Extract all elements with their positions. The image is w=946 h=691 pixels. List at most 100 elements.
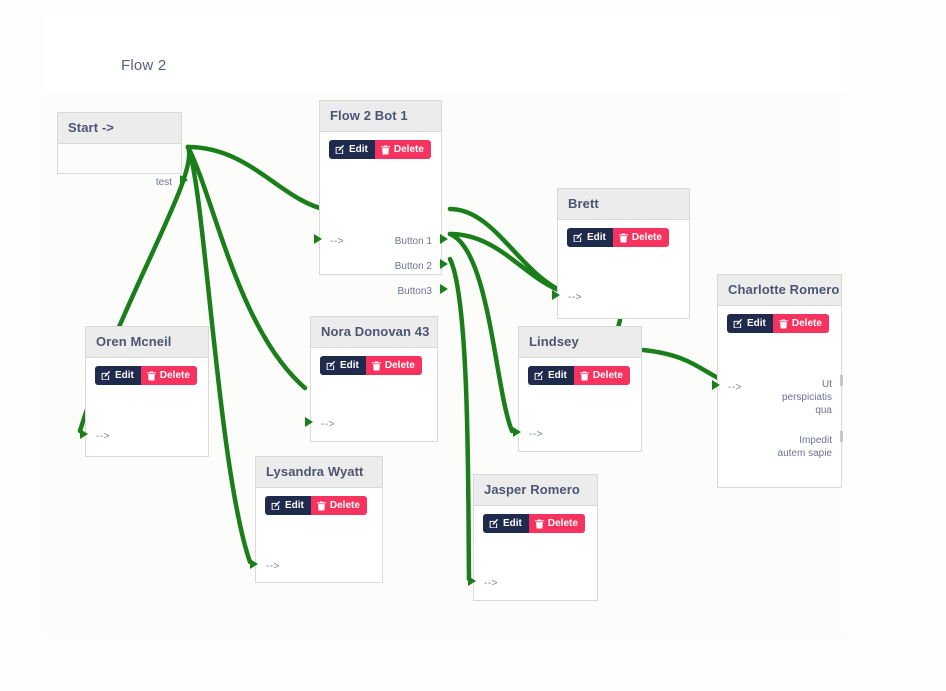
delete-button-label: Delete: [329, 499, 360, 511]
delete-button[interactable]: Delete: [374, 140, 431, 159]
node-body: Edit Delete --> Button 1 Button 2 Button3: [314, 132, 448, 297]
node-input-port[interactable]: -->: [266, 561, 280, 572]
edit-button[interactable]: Edit: [320, 356, 366, 375]
node-action-buttons: Edit Delete: [718, 306, 841, 333]
node-input-port[interactable]: -->: [728, 382, 742, 393]
pencil-square-icon: [335, 144, 345, 155]
edit-button-label: Edit: [747, 317, 766, 329]
trash-icon: [380, 145, 390, 155]
edit-button[interactable]: Edit: [528, 366, 574, 385]
delete-button-label: Delete: [592, 369, 623, 381]
input-port-arrow-icon: [305, 417, 313, 427]
trash-icon: [146, 371, 156, 381]
delete-button-label: Delete: [393, 143, 424, 155]
node-action-buttons: Edit Delete: [474, 506, 597, 533]
edit-button[interactable]: Edit: [567, 228, 613, 247]
node-body: Edit Delete -->: [305, 348, 437, 441]
node-action-buttons: Edit Delete: [86, 358, 208, 385]
flow-node-start[interactable]: Start -> test: [57, 112, 188, 188]
output-port-arrow-icon: [440, 259, 448, 269]
node-input-port[interactable]: -->: [529, 429, 543, 440]
trash-icon: [534, 519, 544, 529]
node-title: Brett: [558, 189, 689, 220]
node-body: Edit Delete -->: [80, 358, 208, 456]
node-input-port[interactable]: -->: [96, 431, 110, 442]
node-output-port[interactable]: Button 1: [394, 236, 432, 247]
delete-button-label: Delete: [791, 317, 822, 329]
node-action-buttons: Edit Delete: [311, 348, 437, 375]
output-port-arrow-icon: [440, 234, 448, 244]
delete-button[interactable]: Delete: [612, 228, 669, 247]
node-action-buttons: Edit Delete: [519, 358, 641, 385]
node-body: Edit Delete -->: [513, 358, 641, 451]
node-body: Edit Delete -->: [250, 488, 382, 582]
pencil-square-icon: [271, 500, 281, 511]
node-action-buttons: Edit Delete: [320, 132, 441, 159]
edit-button-label: Edit: [349, 143, 368, 155]
delete-button[interactable]: Delete: [140, 366, 197, 385]
node-title: Flow 2 Bot 1: [320, 101, 441, 132]
edit-button[interactable]: Edit: [265, 496, 311, 515]
node-title: Nora Donovan 43: [311, 317, 437, 348]
edit-button-label: Edit: [285, 499, 304, 511]
delete-button[interactable]: Delete: [310, 496, 367, 515]
output-port-arrow-icon: [180, 175, 188, 185]
edit-button[interactable]: Edit: [483, 514, 529, 533]
trash-icon: [316, 501, 326, 511]
trash-icon: [371, 361, 381, 371]
node-input-port[interactable]: -->: [330, 236, 344, 247]
flow-header-bar: Flow 2: [45, 12, 847, 90]
node-output-port[interactable]: Button3: [397, 286, 432, 297]
node-input-port[interactable]: -->: [321, 419, 335, 430]
input-port-arrow-icon: [314, 234, 322, 244]
flow-node-flow2bot1[interactable]: Flow 2 Bot 1 Edit Delete --> Button 1 Button …: [314, 100, 448, 297]
trash-icon: [618, 233, 628, 243]
node-output-port[interactable]: test: [155, 177, 172, 188]
trash-icon: [579, 371, 589, 381]
input-port-arrow-icon: [552, 290, 560, 300]
input-port-arrow-icon: [712, 380, 720, 390]
edit-button[interactable]: Edit: [95, 366, 141, 385]
delete-button[interactable]: Delete: [528, 514, 585, 533]
edit-button-label: Edit: [115, 369, 134, 381]
node-body: test: [58, 144, 188, 188]
pencil-square-icon: [733, 318, 743, 329]
edit-button-label: Edit: [503, 517, 522, 529]
trash-icon: [778, 319, 788, 329]
node-title: Jasper Romero: [474, 475, 597, 506]
node-title: Start ->: [58, 113, 181, 144]
node-input-port[interactable]: -->: [484, 578, 498, 589]
node-output-port[interactable]: Button 2: [394, 261, 432, 272]
edit-button-label: Edit: [340, 359, 359, 371]
node-title: Charlotte Romero: [718, 275, 841, 306]
node-output-port[interactable]: Impedit autem sapie: [777, 435, 832, 459]
node-output-port[interactable]: Ut perspiciatis qua: [781, 379, 832, 416]
node-title: Oren Mcneil: [86, 327, 208, 358]
input-port-arrow-icon: [80, 429, 88, 439]
delete-button[interactable]: Delete: [365, 356, 422, 375]
delete-button[interactable]: Delete: [772, 314, 829, 333]
pencil-square-icon: [101, 370, 111, 381]
input-port-arrow-icon: [250, 559, 258, 569]
edit-button[interactable]: Edit: [727, 314, 773, 333]
edit-button[interactable]: Edit: [329, 140, 375, 159]
flow-node-nora[interactable]: Nora Donovan 43 Edit Delete -->: [305, 316, 438, 442]
node-body: Edit Delete -->: [468, 506, 597, 600]
delete-button-label: Delete: [547, 517, 578, 529]
output-port-handle-icon: [840, 375, 843, 386]
node-title: Lysandra Wyatt: [256, 457, 382, 488]
pencil-square-icon: [534, 370, 544, 381]
delete-button[interactable]: Delete: [573, 366, 630, 385]
pencil-square-icon: [573, 232, 583, 243]
node-input-port[interactable]: -->: [568, 292, 582, 303]
